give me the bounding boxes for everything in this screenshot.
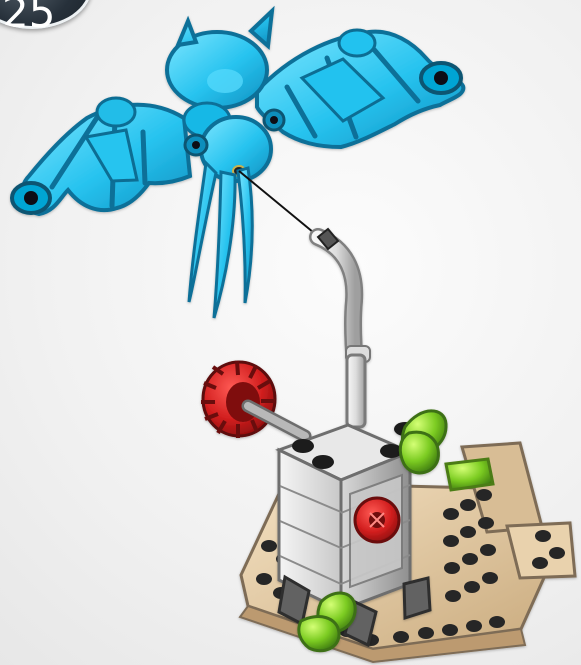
- right-spike: [238, 168, 252, 303]
- bat-assembly: [12, 11, 463, 318]
- red-rotor: [201, 361, 305, 438]
- left-spike: [189, 163, 216, 302]
- center-spike: [214, 172, 235, 318]
- flexible-tube: [318, 229, 370, 427]
